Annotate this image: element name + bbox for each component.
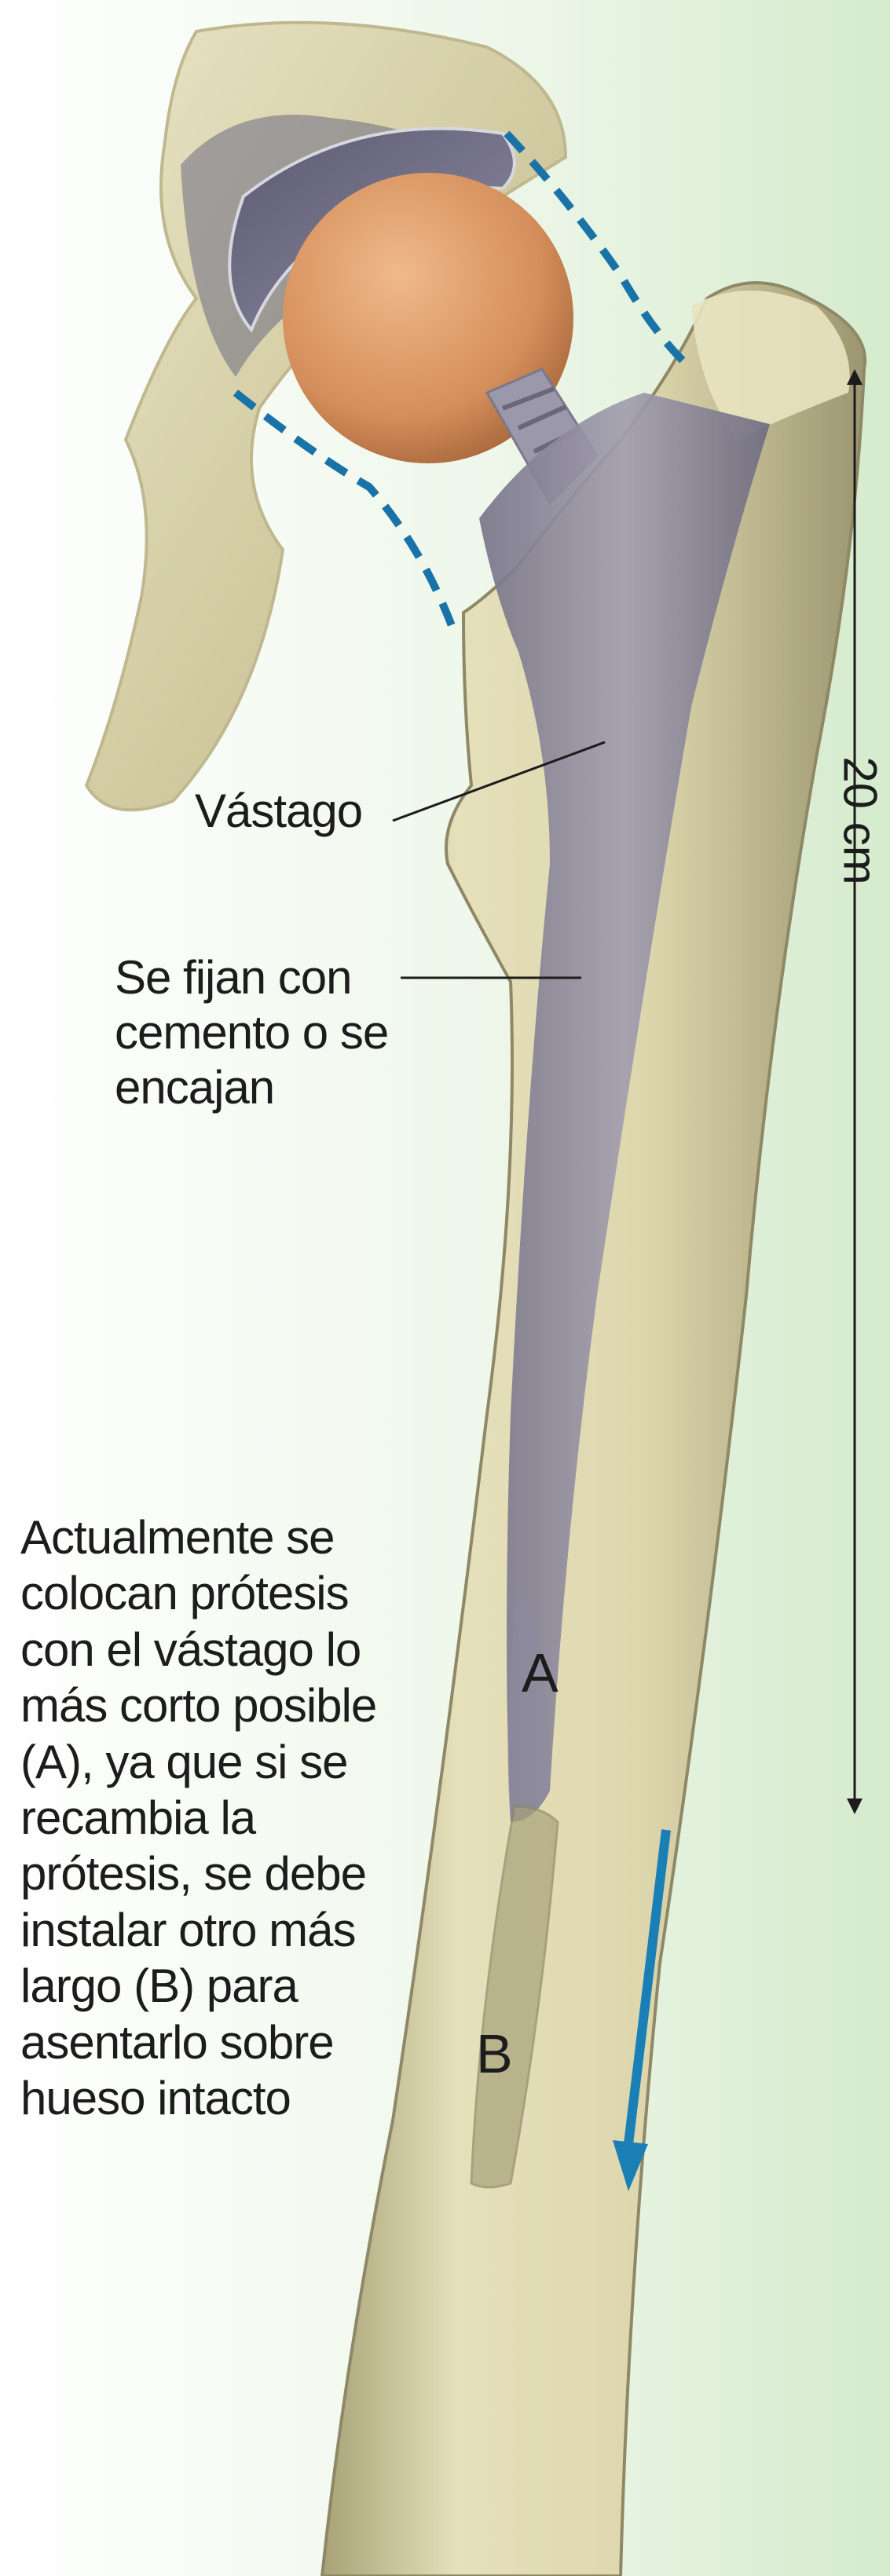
label-fixation: Se fijan con cemento o se encajan [115, 950, 389, 1116]
marker-a: A [522, 1642, 559, 1703]
label-explanation-line-6: recambia la [20, 1791, 256, 1844]
down-arrow-icon [613, 1829, 671, 2191]
greater-trochanter [691, 291, 850, 440]
marker-b: B [476, 2023, 513, 2084]
stem-a-outline [507, 1571, 550, 1822]
leader-line-vastago [392, 741, 606, 822]
label-vastago: Vástago [195, 785, 363, 837]
label-explanation-line-1: Actualmente se [20, 1511, 335, 1564]
double-arrow-icon [847, 369, 863, 1814]
label-explanation-line-3: con el vástago lo [20, 1623, 361, 1676]
dimension-label: 20 cm [833, 756, 887, 885]
label-explanation-line-4: más corto posible [20, 1679, 377, 1733]
label-explanation-line-11: hueso intacto [20, 2071, 291, 2124]
femur-bone [320, 281, 867, 2576]
label-explanation-line-7: prótesis, se debe [20, 1847, 367, 1901]
label-explanation-line-8: instalar otro más [20, 1903, 357, 1956]
label-fixation-line-2: cemento o se [115, 1006, 389, 1059]
stem-b-extension [470, 1805, 559, 2189]
label-explanation: Actualmente se colocan prótesis con el v… [20, 1509, 377, 2126]
label-explanation-line-10: asentarlo sobre [20, 2015, 335, 2069]
label-fixation-line-1: Se fijan con [115, 951, 353, 1004]
label-explanation-line-5: (A), ya que si se [20, 1735, 349, 1788]
prosthesis-stem [479, 393, 770, 1822]
label-explanation-line-9: largo (B) para [20, 1959, 298, 2013]
dashed-outline-bottom [233, 390, 460, 638]
label-explanation-line-2: colocan prótesis [20, 1567, 350, 1620]
dashed-outline-top [504, 130, 687, 364]
label-fixation-line-3: encajan [115, 1061, 275, 1114]
